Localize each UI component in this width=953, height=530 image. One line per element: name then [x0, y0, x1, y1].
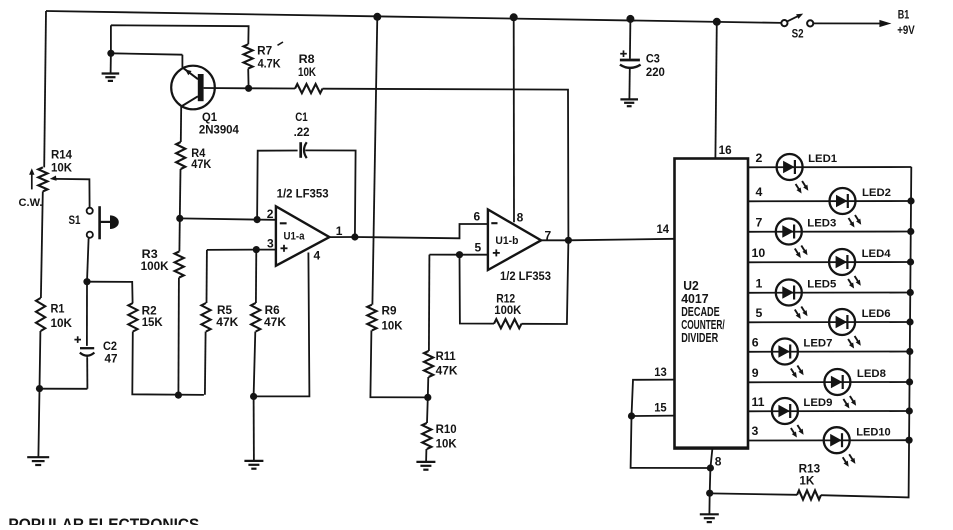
svg-text:R5: R5 — [217, 305, 233, 317]
svg-text:10K: 10K — [298, 67, 317, 79]
svg-text:LED3: LED3 — [807, 218, 836, 230]
svg-text:COUNTER/: COUNTER/ — [681, 318, 725, 332]
svg-text:B1: B1 — [898, 10, 910, 22]
svg-text:R7: R7 — [257, 46, 272, 58]
svg-text:R8: R8 — [299, 54, 316, 66]
svg-text:U1-a: U1-a — [284, 231, 306, 243]
svg-text:4: 4 — [756, 185, 763, 199]
svg-text:R14: R14 — [51, 150, 73, 162]
svg-text:100K: 100K — [141, 261, 170, 273]
svg-text:S2: S2 — [792, 28, 804, 40]
svg-text:1: 1 — [336, 224, 343, 238]
svg-text:3: 3 — [752, 424, 759, 438]
svg-text:C1: C1 — [295, 112, 308, 124]
svg-text:47K: 47K — [191, 159, 212, 171]
svg-text:6: 6 — [474, 210, 481, 224]
svg-text:8: 8 — [517, 210, 524, 224]
svg-text:LED6: LED6 — [862, 308, 891, 320]
svg-text:S1: S1 — [69, 215, 82, 227]
svg-text:7: 7 — [545, 228, 552, 242]
svg-text:15K: 15K — [142, 317, 164, 329]
svg-text:100K: 100K — [494, 305, 522, 317]
svg-text:R6: R6 — [265, 305, 280, 317]
svg-text:10K: 10K — [51, 318, 73, 330]
svg-text:15: 15 — [654, 400, 667, 414]
svg-text:16: 16 — [719, 143, 732, 157]
svg-text:R9: R9 — [382, 306, 397, 318]
svg-text:LED2: LED2 — [862, 187, 891, 199]
svg-text:10K: 10K — [51, 162, 73, 174]
svg-text:DIVIDER: DIVIDER — [681, 331, 718, 345]
svg-text:R2: R2 — [142, 305, 157, 317]
svg-text:+9V: +9V — [897, 25, 915, 37]
svg-text:2N3904: 2N3904 — [199, 125, 240, 137]
svg-text:R10: R10 — [436, 424, 457, 436]
svg-text:1: 1 — [756, 276, 763, 290]
svg-text:10K: 10K — [436, 439, 458, 451]
svg-text:LED10: LED10 — [856, 426, 891, 438]
svg-text:47K: 47K — [436, 366, 459, 378]
svg-text:10: 10 — [752, 246, 766, 260]
svg-text:4.7K: 4.7K — [258, 58, 282, 70]
svg-text:U1-b: U1-b — [495, 235, 518, 247]
svg-text:LED7: LED7 — [803, 338, 832, 350]
svg-text:U2: U2 — [683, 278, 699, 293]
svg-text:10K: 10K — [382, 321, 404, 333]
svg-text:C3: C3 — [646, 53, 660, 65]
svg-text:POPULAR ELECTRONICS: POPULAR ELECTRONICS — [8, 515, 199, 525]
svg-text:2: 2 — [267, 207, 274, 221]
svg-text:R3: R3 — [142, 249, 158, 261]
svg-text:C.W.: C.W. — [19, 197, 43, 209]
svg-text:47K: 47K — [216, 317, 239, 329]
svg-text:LED8: LED8 — [857, 368, 886, 380]
svg-text:Q1: Q1 — [202, 112, 218, 124]
svg-text:9: 9 — [752, 366, 759, 380]
svg-text:14: 14 — [657, 222, 670, 236]
svg-text:LED9: LED9 — [803, 397, 832, 409]
svg-text:2: 2 — [756, 151, 763, 165]
svg-text:R11: R11 — [436, 351, 457, 363]
svg-text:R1: R1 — [51, 304, 66, 316]
svg-text:5: 5 — [475, 240, 482, 254]
svg-text:R13: R13 — [799, 464, 821, 476]
svg-text:4: 4 — [314, 249, 321, 263]
svg-text:1K: 1K — [799, 475, 815, 487]
svg-text:LED5: LED5 — [807, 279, 836, 291]
svg-text:3: 3 — [267, 237, 274, 251]
svg-text:LED1: LED1 — [808, 153, 837, 165]
svg-text:47: 47 — [105, 354, 118, 366]
svg-text:4017: 4017 — [681, 292, 709, 306]
svg-text:DECADE: DECADE — [681, 305, 720, 319]
svg-text:.22: .22 — [294, 127, 310, 139]
svg-text:11: 11 — [752, 395, 765, 409]
svg-text:7: 7 — [756, 215, 763, 229]
svg-text:6: 6 — [752, 335, 759, 349]
svg-text:220: 220 — [646, 67, 665, 79]
svg-text:1/2 LF353: 1/2 LF353 — [500, 271, 551, 283]
svg-text:47K: 47K — [264, 317, 287, 329]
svg-text:C2: C2 — [103, 341, 117, 353]
svg-text:8: 8 — [715, 454, 722, 468]
svg-text:13: 13 — [654, 365, 667, 379]
svg-text:LED4: LED4 — [862, 248, 892, 260]
svg-text:R12: R12 — [496, 294, 515, 306]
svg-text:5: 5 — [756, 306, 763, 320]
svg-text:1/2 LF353: 1/2 LF353 — [277, 188, 329, 200]
